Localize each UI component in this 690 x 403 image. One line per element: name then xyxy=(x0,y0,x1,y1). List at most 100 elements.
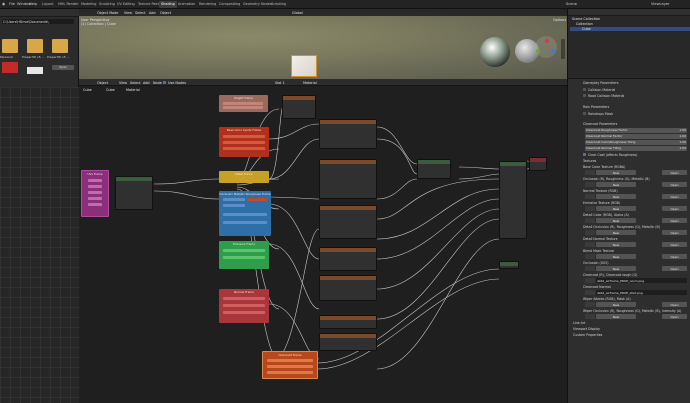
section-textures[interactable]: Textures xyxy=(583,159,597,163)
menu-add[interactable]: Add xyxy=(143,80,150,85)
orm-slot[interactable] xyxy=(223,221,267,224)
tab-rendering[interactable]: Rendering xyxy=(199,2,217,6)
tab-texture-paint[interactable]: Texture Paint xyxy=(138,2,160,6)
tab-layout[interactable]: Layout xyxy=(42,2,54,6)
group-output-node[interactable] xyxy=(499,261,519,269)
transform-orientation[interactable]: Global xyxy=(292,10,303,15)
tab-uv-editing[interactable]: UV Editing xyxy=(117,2,135,6)
section-line-art[interactable]: Line Art xyxy=(573,321,586,325)
height-texture-node[interactable] xyxy=(282,95,316,119)
frame-base-color[interactable]: Base Color Inputs Frame xyxy=(219,127,269,157)
normal-texture-node[interactable] xyxy=(319,205,377,239)
orm-slot[interactable] xyxy=(223,204,245,207)
texture-slot-row[interactable]: ds62_airframe_PROP_sfed.png xyxy=(585,290,687,295)
orm-slot[interactable] xyxy=(223,213,267,216)
menu-view[interactable]: View xyxy=(124,10,133,15)
tab-modeling[interactable]: Modeling xyxy=(81,2,97,6)
shader-node-editor[interactable]: Object View Select Add Node Use Nodes Sl… xyxy=(79,79,567,403)
uv-node-slot[interactable] xyxy=(88,191,102,194)
outliner-selected-row[interactable] xyxy=(570,26,690,31)
scene-selector[interactable]: Scene xyxy=(566,2,577,6)
collision-checkbox[interactable] xyxy=(583,88,586,91)
image-editor-canvas[interactable] xyxy=(0,87,79,403)
texture-slot-row[interactable]: ds62_airframe_PROP_norm.png xyxy=(585,278,687,283)
frame-metal[interactable]: Metal Frame xyxy=(219,171,269,183)
clearcoat-option-checkbox[interactable] xyxy=(583,153,586,156)
base-slot[interactable] xyxy=(223,147,265,150)
menu-select[interactable]: Select xyxy=(135,10,146,15)
tab-animation[interactable]: Animation xyxy=(178,2,196,6)
orm-slot[interactable] xyxy=(223,198,245,201)
object-type-selector[interactable]: Object xyxy=(97,80,109,85)
folder-icon[interactable] xyxy=(2,39,18,53)
frame-occlusion-metallic-roughness[interactable]: Occlusion Metallic Roughness Frame xyxy=(219,191,271,236)
frame-clearcoat[interactable]: Clearcoat Frame xyxy=(262,351,318,379)
menu-help[interactable]: Help xyxy=(29,2,38,6)
clearcoat-slot[interactable] xyxy=(267,371,313,374)
menu-select[interactable]: Select xyxy=(130,80,141,85)
folder-icon[interactable] xyxy=(27,39,43,53)
menu-add[interactable]: Add xyxy=(149,10,156,15)
folder-icon[interactable] xyxy=(52,39,68,53)
blender-logo-icon[interactable]: ◉ xyxy=(2,2,6,6)
view-layer-selector[interactable]: ViewLayer xyxy=(651,2,670,6)
tab-sculpting[interactable]: Sculpting xyxy=(99,2,115,6)
file-thumbnail[interactable] xyxy=(27,67,43,74)
3d-viewport[interactable]: Object Mode View Select Add Object Globa… xyxy=(79,9,567,79)
frame-height[interactable]: Height Frame xyxy=(219,95,268,112)
outliner-scene-collection[interactable]: Scene Collection xyxy=(572,17,601,21)
clearcoat-slot[interactable] xyxy=(267,359,313,362)
clearcoat-texture-node[interactable] xyxy=(319,333,377,351)
height-slot[interactable] xyxy=(223,106,263,109)
open-button[interactable]: Open xyxy=(52,65,74,70)
orm-slot[interactable] xyxy=(247,198,267,201)
outliner-cube[interactable]: Cube xyxy=(582,27,591,31)
gizmo-y-icon[interactable] xyxy=(536,49,540,53)
tab-shading[interactable]: Shading xyxy=(159,1,177,8)
menu-object[interactable]: Object xyxy=(160,10,172,15)
menu-view[interactable]: View xyxy=(119,80,128,85)
material-selector[interactable]: Material xyxy=(303,80,317,85)
options-button[interactable]: Options xyxy=(553,18,567,22)
base-slot[interactable] xyxy=(223,135,265,138)
orm-texture-node[interactable] xyxy=(319,159,377,199)
section-rain[interactable]: Rain Parameters xyxy=(583,105,610,109)
uv-node-slot[interactable] xyxy=(88,179,102,182)
principled-bsdf-node[interactable] xyxy=(499,161,527,239)
view-controls[interactable] xyxy=(561,39,565,59)
material-slot-selector[interactable]: Slot 1 xyxy=(275,80,285,85)
outliner-collection[interactable]: Collection xyxy=(576,22,593,26)
tab-hml-render[interactable]: HML Render xyxy=(58,2,79,6)
file-thumbnail[interactable] xyxy=(2,62,18,73)
section-clearcoat[interactable]: Clearcoat Parameters xyxy=(583,122,618,126)
detail-texture-node[interactable] xyxy=(319,275,377,301)
section-gameplay[interactable]: Gameplay Parameters xyxy=(583,81,619,85)
menu-node[interactable]: Node xyxy=(153,80,162,85)
cube-object[interactable] xyxy=(291,55,317,77)
uv-node-slot[interactable] xyxy=(88,203,102,206)
mix-shader-node[interactable] xyxy=(417,159,451,179)
raindrops-checkbox[interactable] xyxy=(583,112,586,115)
file-path-field[interactable]: C:\Users\HDrive\Documents\ xyxy=(2,19,74,24)
menu-file[interactable]: File xyxy=(9,2,16,6)
tab-geometry-nodes[interactable]: Geometry Nodes xyxy=(243,2,272,6)
frame-emissive[interactable]: Emissive Frame xyxy=(219,241,269,269)
gizmo-z-icon[interactable] xyxy=(551,49,555,53)
uv-mix-node[interactable] xyxy=(115,176,153,210)
base-slot[interactable] xyxy=(223,141,265,144)
material-output-node[interactable] xyxy=(529,157,547,171)
road-collision-checkbox[interactable] xyxy=(583,94,586,97)
